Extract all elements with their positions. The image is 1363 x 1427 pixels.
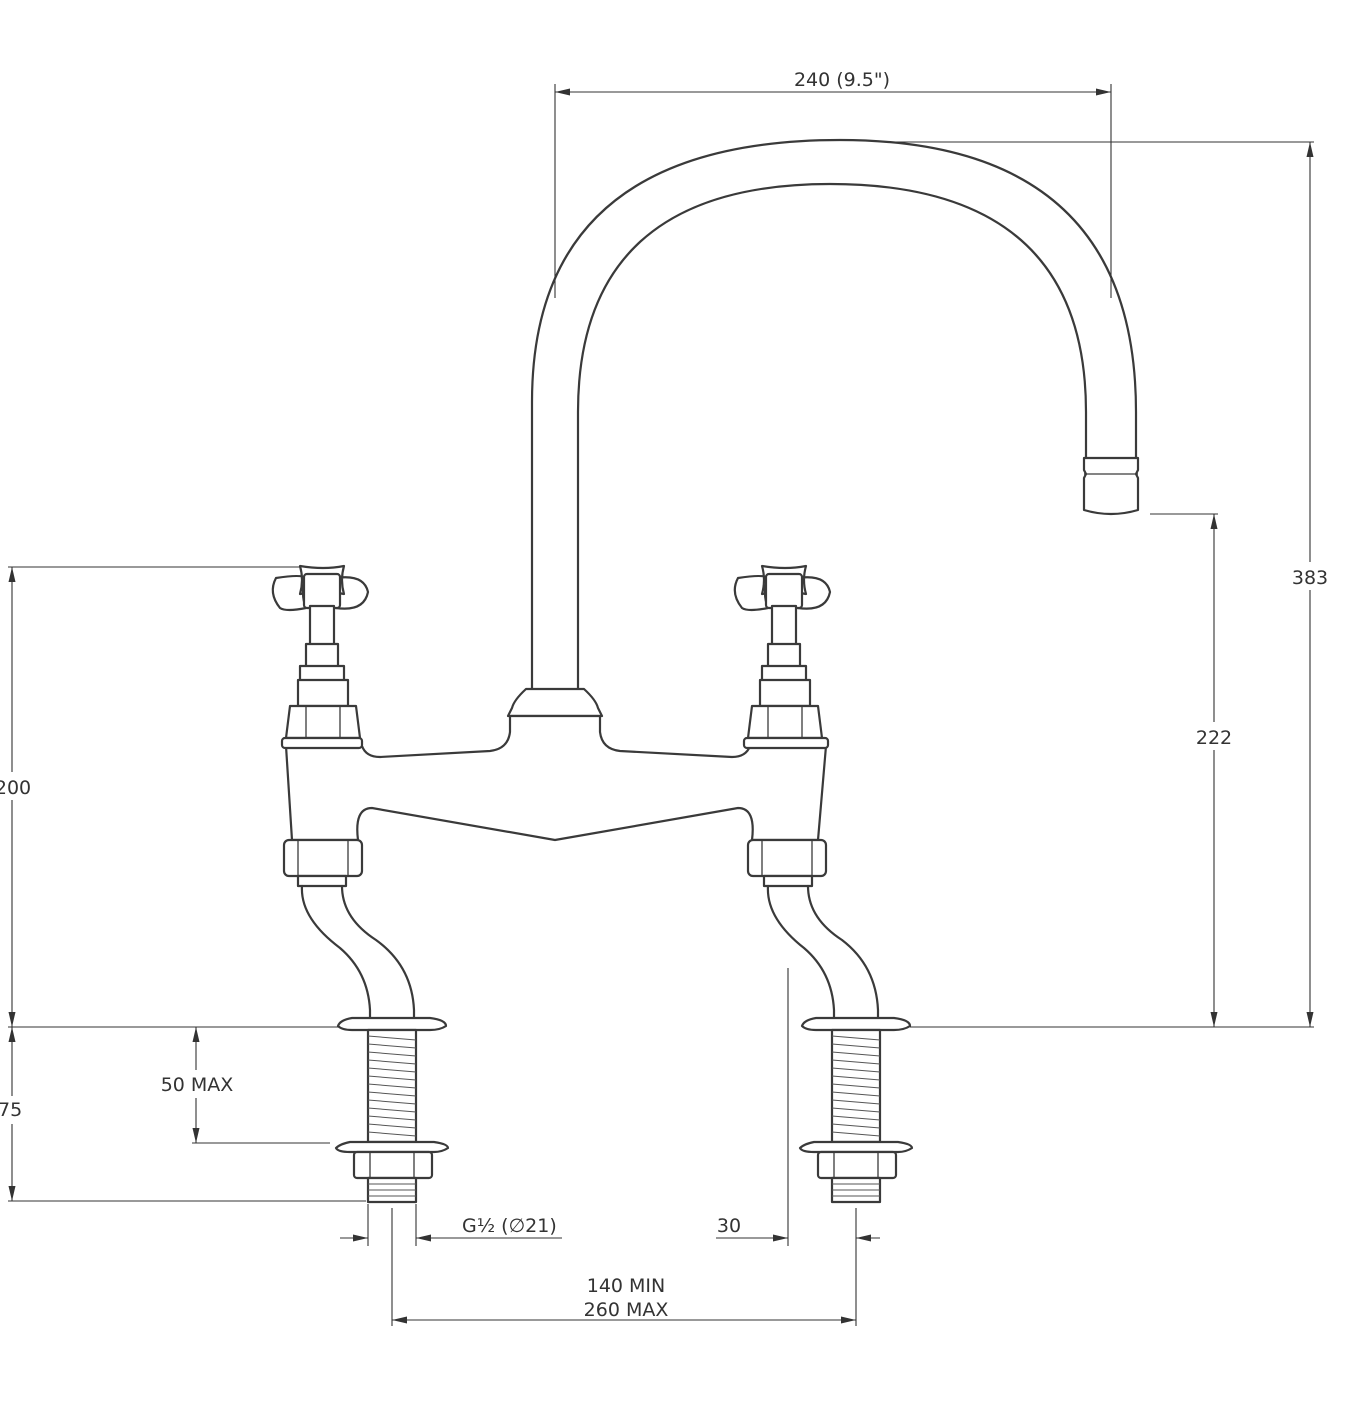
handle-height-label: 200 — [0, 777, 31, 799]
dimension-overall-height: 383 — [890, 141, 1334, 1027]
left-valve — [271, 564, 450, 1204]
right-valve — [733, 564, 914, 1204]
dimension-spout-reach: 240 (9.5") — [554, 69, 1112, 298]
centres-max-label: 260 MAX — [584, 1299, 669, 1321]
dimension-spout-outlet-height: 222 — [1150, 513, 1238, 1027]
centres-min-label: 140 MIN — [587, 1275, 666, 1297]
dimension-leg-clearance: 30 — [716, 968, 880, 1326]
spout-collar — [506, 687, 604, 718]
swan-neck-spout — [506, 138, 1140, 718]
dimension-deck-thickness: 50 MAX — [154, 1027, 330, 1144]
tail-length-label: 75 — [0, 1099, 22, 1121]
overall-height-label: 383 — [1292, 567, 1328, 589]
spout-outlet-nozzle — [1082, 456, 1140, 516]
spout-outlet-height-label: 222 — [1196, 727, 1232, 749]
deck-thickness-label: 50 MAX — [161, 1074, 234, 1096]
dimension-handle-height: 200 — [0, 566, 300, 1027]
dimension-thread-size: G½ (∅21) — [340, 1204, 562, 1246]
dimension-tail-length: 75 — [0, 1027, 366, 1202]
bridge-body — [284, 714, 828, 842]
right-tail-threads — [831, 1035, 881, 1137]
thread-size-label: G½ (∅21) — [462, 1215, 557, 1237]
dimension-tap-centres: 140 MIN 260 MAX — [391, 1208, 856, 1326]
spout-reach-label: 240 (9.5") — [794, 69, 890, 91]
leg-clearance-label: 30 — [717, 1215, 741, 1237]
left-tail-threads — [367, 1035, 417, 1137]
